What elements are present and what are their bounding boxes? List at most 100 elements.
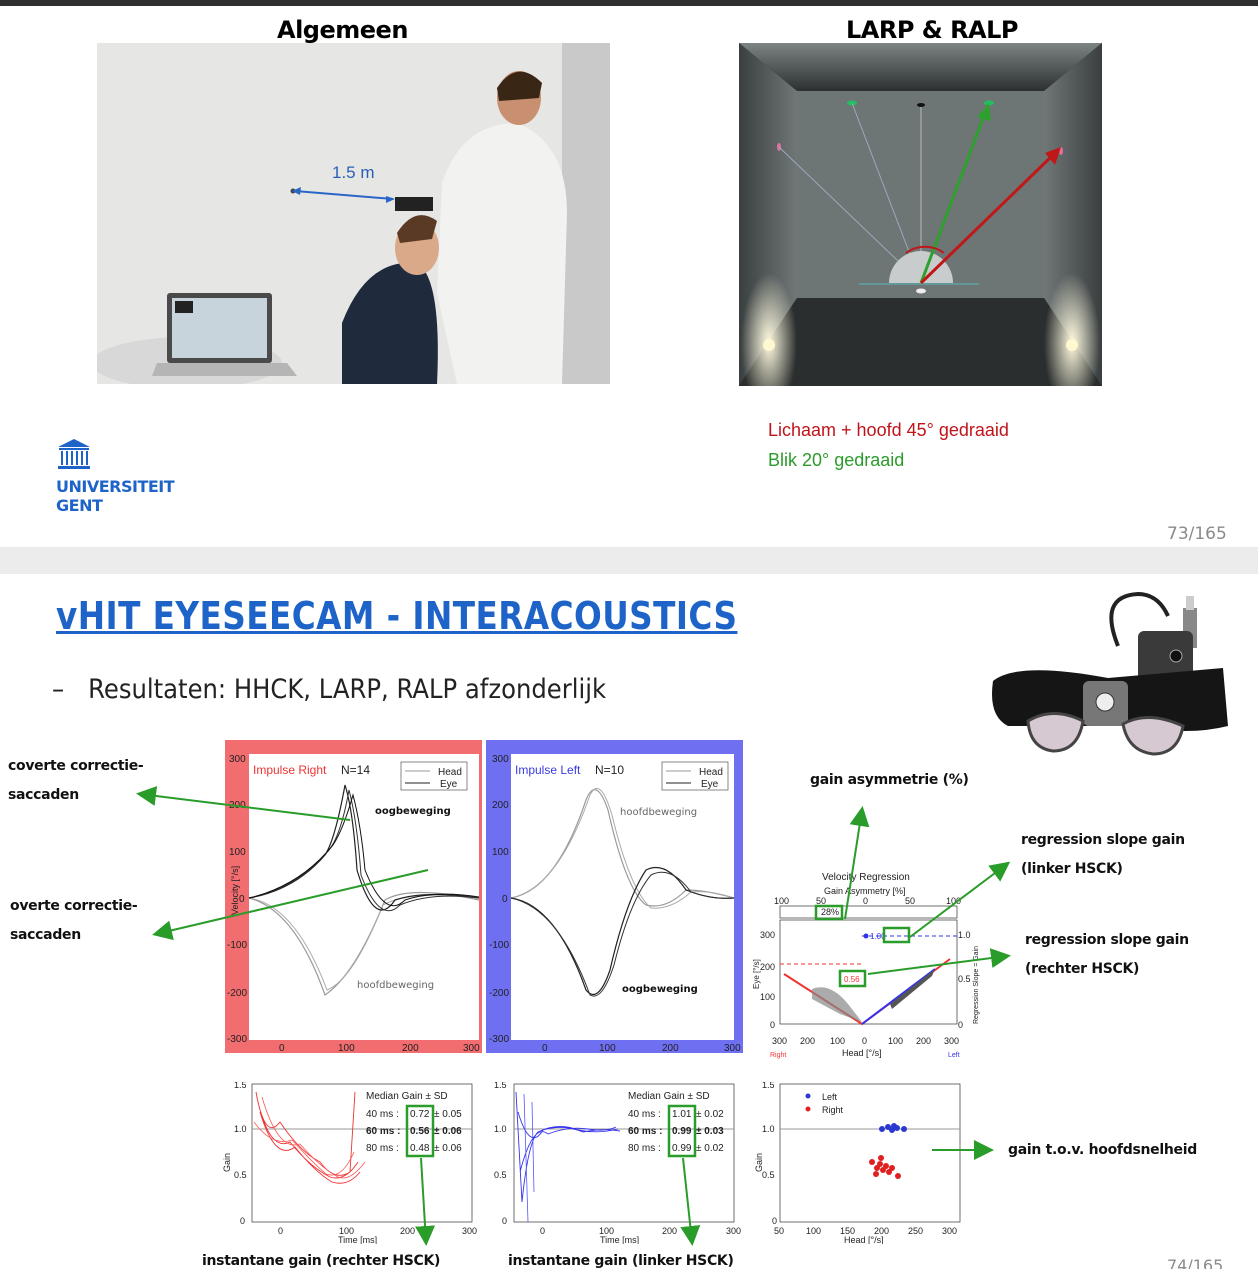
xtick: 300 <box>724 1043 741 1053</box>
slope-left-value: 1.00 <box>870 932 886 941</box>
annotation-gain-asymmetrie: gain asymmetrie (%) <box>810 772 969 788</box>
xtick: 300 <box>463 1043 480 1053</box>
xtick: 200 <box>400 1226 415 1236</box>
ytick: 0 <box>502 1216 507 1226</box>
ytick: -300 <box>489 1034 509 1045</box>
label-hoofdbeweging: hoofdbeweging <box>357 980 434 991</box>
xtick: 250 <box>908 1226 923 1236</box>
caption-body-head-rotated: Lichaam + hoofd 45° gedraaid <box>768 420 1009 440</box>
x-axis-label: Time [ms] <box>338 1235 377 1244</box>
row-label: 40 ms : <box>628 1109 661 1120</box>
ytick: 100 <box>229 847 246 858</box>
xtick: 100 <box>338 1043 355 1053</box>
slide-73: Algemeen LARP & RALP 1.5 m <box>0 6 1258 547</box>
ytick: 300 <box>760 930 775 940</box>
asym-highlight <box>814 904 844 921</box>
ytick: 0 <box>770 1020 775 1030</box>
x-axis-label: Head [°/s] <box>842 1048 882 1058</box>
top-tick: 100 <box>946 896 961 906</box>
x-axis-label: Head [°/s] <box>844 1235 884 1244</box>
xtick: 100 <box>339 1226 354 1236</box>
x-axis-label: Time [ms] <box>600 1235 639 1244</box>
slope-right-value: 0.56 <box>844 975 860 984</box>
legend-eye: Eye <box>440 779 458 790</box>
y-axis-label-right: Regression Slope = Gain <box>973 946 980 1024</box>
slope-right-highlight <box>838 969 867 988</box>
arrow-overte <box>152 869 429 941</box>
ytick: 0 <box>240 1216 245 1226</box>
xtick: 0 <box>540 1226 545 1236</box>
arrow-inst-right <box>415 1157 436 1246</box>
row-sd: ± 0.06 <box>434 1126 462 1137</box>
ugent-logo-text: UNIVERSITEIT GENT <box>56 477 175 515</box>
ytick-right: 0.5 <box>958 974 971 984</box>
annotation-line: coverte correctie- <box>8 758 144 774</box>
gain-right-highlight <box>405 1104 435 1158</box>
side-right: Right <box>770 1052 786 1059</box>
slide-title: vHIT EYESEECAM - INTERACOUSTICS <box>56 594 738 638</box>
logo-line-2: GENT <box>56 496 103 515</box>
row-sd: ± 0.02 <box>696 1143 724 1154</box>
annotation-line: regression slope gain <box>1021 832 1185 848</box>
arrow-coverte <box>136 786 351 821</box>
legend-head: Head <box>699 767 723 778</box>
ytick: 0 <box>239 894 245 905</box>
ytick: 0.5 <box>762 1170 775 1180</box>
annotation-line: regression slope gain <box>1025 932 1189 948</box>
gain-header: Median Gain ± SD <box>628 1091 710 1102</box>
annotation-overte-saccaden: overte correctie- saccaden <box>10 892 138 950</box>
asym-value: 28% <box>821 907 839 917</box>
xtick: 0 <box>279 1043 285 1053</box>
legend-left: Left <box>822 1092 838 1102</box>
ugent-logo-icon <box>58 439 90 469</box>
xtick: 300 <box>772 1036 787 1046</box>
legend-head: Head <box>438 767 462 778</box>
row-label: 60 ms : <box>366 1126 400 1137</box>
ytick: 1.0 <box>494 1124 507 1134</box>
velocity-regression-plot: Velocity Regression Gain Asymmetry [%] 1… <box>750 864 990 1064</box>
label-hoofdbeweging: hoofdbeweging <box>620 807 697 818</box>
row-label: 60 ms : <box>628 1126 662 1137</box>
annotation-line: saccaden <box>10 927 81 943</box>
impulse-left-plot: 300 200 100 0 -100 -200 -300 0 100 200 3… <box>486 740 743 1053</box>
page-number-partial: 74/165 <box>1167 1256 1224 1269</box>
gain-header: Median Gain ± SD <box>366 1091 448 1102</box>
ytick: 0.5 <box>234 1170 247 1180</box>
label-oogbeweging: oogbeweging <box>375 806 451 817</box>
ytick: 200 <box>760 962 775 972</box>
ytick: 0 <box>502 894 508 905</box>
row-label: 80 ms : <box>628 1143 661 1154</box>
y-axis-label: Eye [°/s] <box>752 959 761 989</box>
slide-74: vHIT EYESEECAM - INTERACOUSTICS – Result… <box>0 574 1258 1269</box>
gain-left-plot: 1.5 1.0 0.5 0 0 100 200 300 Time [ms] Me… <box>488 1082 746 1244</box>
xtick: 200 <box>916 1036 931 1046</box>
legend-eye: Eye <box>701 779 719 790</box>
ytick: 100 <box>760 992 775 1002</box>
xtick: 100 <box>599 1043 616 1053</box>
impulse-right-plot: 300 200 100 0 -100 -200 -300 0 100 200 3… <box>225 740 482 1053</box>
distance-label: 1.5 m <box>332 163 375 182</box>
xtick: 300 <box>462 1226 477 1236</box>
ytick: 1.5 <box>762 1082 775 1090</box>
row-sd: ± 0.05 <box>434 1109 462 1120</box>
ytick: 0 <box>772 1216 777 1226</box>
arrow-inst-left <box>680 1157 701 1246</box>
xtick: 200 <box>402 1043 419 1053</box>
top-tick: 0 <box>863 896 868 906</box>
bullet-marker: – <box>52 674 65 705</box>
heading-algemeen: Algemeen <box>277 16 408 44</box>
top-bar <box>0 0 1258 6</box>
xtick: 300 <box>726 1226 741 1236</box>
annotation-coverte-saccaden: coverte correctie- saccaden <box>8 752 144 810</box>
ytick-right: 1.0 <box>958 930 971 940</box>
xtick: 100 <box>888 1036 903 1046</box>
ytick: 1.0 <box>234 1124 247 1134</box>
annotation-regression-left: regression slope gain (linker HSCK) <box>1021 826 1185 884</box>
ytick: -200 <box>489 988 509 999</box>
xtick: 300 <box>942 1226 957 1236</box>
xtick: 100 <box>599 1226 614 1236</box>
vhit-photo: 1.5 m <box>97 43 610 384</box>
xtick: 300 <box>944 1036 959 1046</box>
legend-right: Right <box>822 1105 844 1115</box>
top-tick: 50 <box>816 896 826 906</box>
